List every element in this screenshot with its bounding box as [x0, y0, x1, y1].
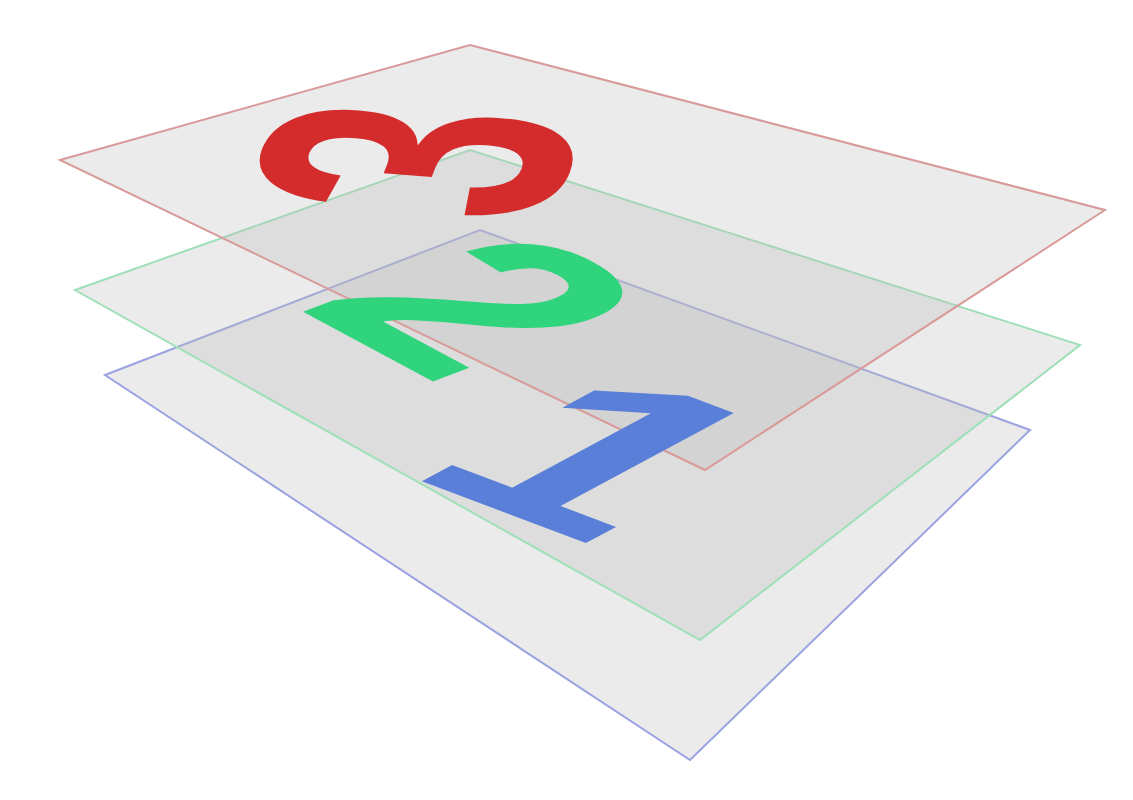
plane-shape: [60, 45, 1105, 470]
